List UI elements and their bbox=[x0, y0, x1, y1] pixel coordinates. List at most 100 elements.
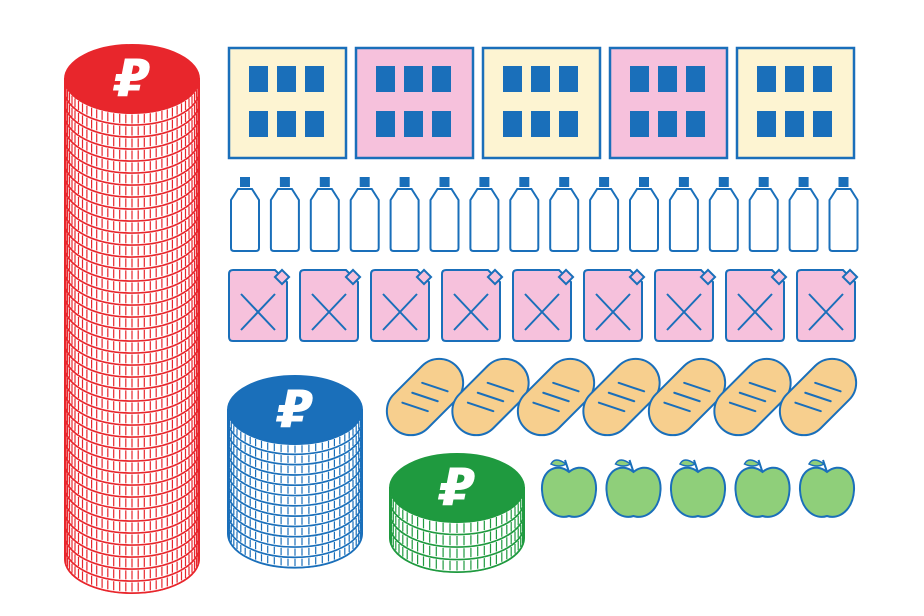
coin-ridges bbox=[64, 371, 200, 412]
bottle-cap bbox=[599, 177, 610, 187]
coin-ridges bbox=[64, 431, 200, 472]
canister-icon bbox=[725, 268, 788, 342]
canister-icon bbox=[370, 268, 433, 342]
window bbox=[432, 66, 451, 92]
window bbox=[559, 111, 578, 137]
window bbox=[658, 66, 677, 92]
coin bbox=[389, 512, 525, 561]
window bbox=[249, 111, 268, 137]
bottle-body bbox=[269, 188, 300, 252]
canister-icon bbox=[512, 268, 575, 342]
window bbox=[376, 66, 395, 92]
apple-body bbox=[605, 466, 662, 518]
coin-ridges bbox=[227, 476, 363, 515]
canister-spout bbox=[486, 268, 504, 286]
window bbox=[277, 66, 296, 92]
coin-ridges bbox=[389, 518, 525, 558]
bottle-cap bbox=[519, 177, 530, 187]
coin-ridges bbox=[64, 203, 200, 244]
coin-ridges bbox=[227, 435, 363, 474]
coin-ridges bbox=[64, 455, 200, 496]
bread-cuts bbox=[597, 381, 646, 413]
coin-ridges bbox=[64, 191, 200, 232]
canister-cross bbox=[595, 293, 631, 331]
canister-spout bbox=[415, 268, 433, 286]
bottles-row bbox=[230, 177, 859, 252]
window bbox=[277, 111, 296, 137]
building-facade bbox=[354, 46, 475, 160]
building-icon bbox=[227, 46, 348, 160]
bread-loaf-icon bbox=[385, 357, 465, 437]
window bbox=[785, 66, 804, 92]
coin-ridges bbox=[64, 311, 200, 352]
coin-ridges bbox=[64, 107, 200, 148]
bottle-body bbox=[788, 188, 819, 252]
bottle-icon bbox=[549, 177, 580, 252]
apple-body bbox=[798, 466, 856, 518]
building-icon bbox=[481, 46, 602, 160]
canister-cross bbox=[808, 293, 844, 331]
canister-cross bbox=[311, 293, 347, 331]
coin-ridges bbox=[64, 347, 200, 388]
coin-ridges bbox=[64, 335, 200, 376]
canister-cross bbox=[453, 293, 489, 331]
coin-ridges bbox=[227, 507, 363, 546]
apple-body bbox=[540, 466, 598, 518]
apple-icon bbox=[540, 459, 598, 518]
coin-top bbox=[227, 375, 363, 445]
medium-blue-coin-stack: ₽ bbox=[227, 375, 363, 569]
window bbox=[658, 111, 677, 137]
coin-ridges bbox=[227, 446, 363, 484]
bottle-body bbox=[469, 188, 500, 252]
apple-icon bbox=[669, 459, 727, 518]
bottle-body bbox=[708, 188, 739, 252]
canister-icon bbox=[441, 268, 504, 342]
canister-cross bbox=[737, 293, 773, 331]
coin-ridges bbox=[64, 419, 200, 460]
apple-stem bbox=[822, 459, 828, 473]
canister-body bbox=[796, 269, 856, 342]
coin-ridges bbox=[64, 263, 200, 304]
apple-body bbox=[734, 466, 791, 518]
bottle-cap bbox=[639, 177, 649, 187]
bottle-cap bbox=[718, 177, 729, 187]
coin-ridges bbox=[64, 95, 200, 136]
apple-icon bbox=[605, 459, 662, 518]
canisters-row bbox=[228, 268, 859, 342]
window bbox=[757, 111, 776, 137]
window bbox=[404, 66, 423, 92]
bottle-cap bbox=[678, 177, 689, 187]
coin-ridges bbox=[64, 251, 200, 292]
bottle-body bbox=[230, 188, 260, 252]
building-facade bbox=[608, 46, 729, 160]
window bbox=[785, 111, 804, 137]
building-facade bbox=[227, 46, 348, 160]
bread-cuts bbox=[401, 381, 449, 413]
canister-icon bbox=[796, 268, 859, 342]
coin-ridges bbox=[64, 131, 200, 172]
canister-body bbox=[583, 269, 643, 342]
canister-body bbox=[654, 269, 714, 342]
apple-stem bbox=[564, 459, 570, 473]
bottle-body bbox=[389, 188, 420, 252]
window bbox=[249, 66, 268, 92]
bread-row bbox=[385, 357, 858, 437]
bottle-body bbox=[828, 188, 859, 252]
window bbox=[404, 111, 423, 137]
bottle-cap bbox=[838, 177, 849, 187]
canister-cross bbox=[240, 293, 276, 331]
coin-ridges bbox=[64, 179, 200, 220]
window bbox=[376, 111, 395, 137]
window bbox=[813, 66, 832, 92]
coin-ridges bbox=[227, 456, 363, 494]
apple-stem bbox=[757, 459, 764, 473]
bottle-icon bbox=[469, 177, 500, 252]
bottle-body bbox=[349, 188, 380, 252]
coin bbox=[64, 450, 200, 498]
bottle-icon bbox=[230, 177, 260, 252]
coin bbox=[64, 90, 200, 138]
bread-loaf-icon bbox=[582, 357, 661, 437]
coin-ridges bbox=[64, 275, 200, 316]
canister-icon bbox=[583, 268, 646, 342]
coin-ridges bbox=[64, 515, 200, 556]
